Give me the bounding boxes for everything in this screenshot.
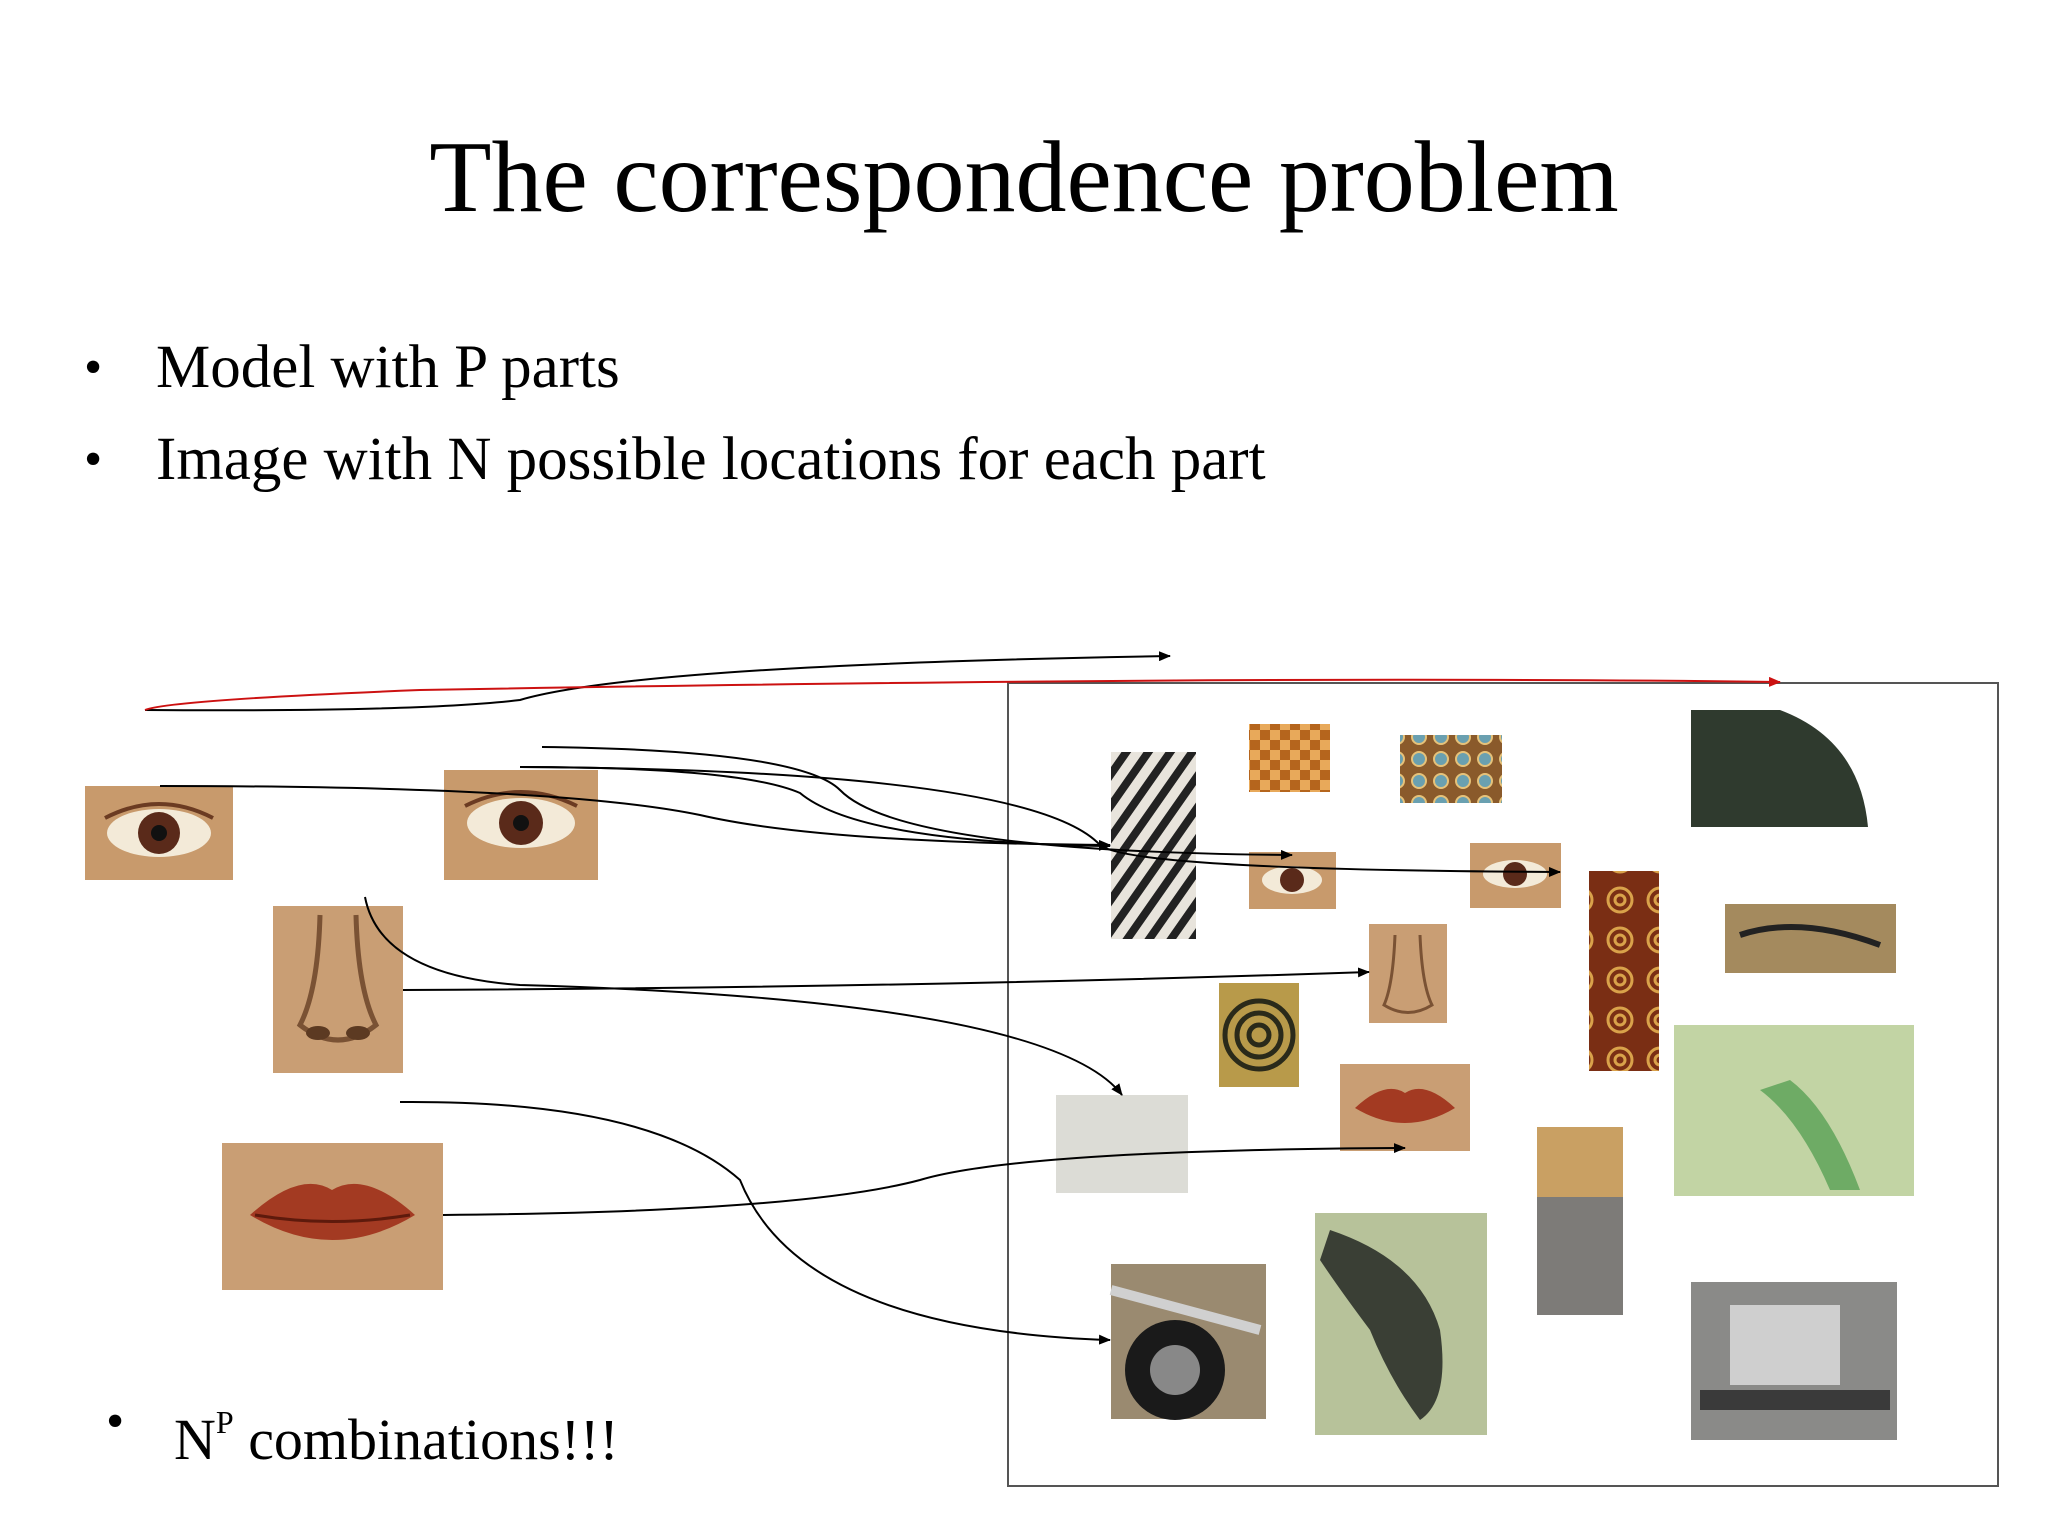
patch-small-nose xyxy=(1369,924,1447,1023)
image-frame xyxy=(1007,682,1999,1487)
arrow-red xyxy=(144,676,1781,711)
combinations-base: N xyxy=(174,1407,216,1472)
patch-cow-head xyxy=(1315,1213,1487,1435)
bullet-icon: • xyxy=(84,339,103,396)
combinations-text: NP combinations!!! xyxy=(106,1404,619,1472)
model-mouth xyxy=(222,1143,443,1290)
arrow-top xyxy=(144,651,1171,712)
bullet-icon: • xyxy=(84,431,103,488)
patch-zebra xyxy=(1111,752,1196,939)
patch-dark-curve xyxy=(1691,710,1868,827)
patch-swirl-tall xyxy=(1589,871,1659,1071)
patch-road xyxy=(1537,1127,1623,1315)
bullet-text: Model with P parts xyxy=(156,334,620,401)
patch-spiral xyxy=(1219,983,1299,1087)
bullet-text: Image with N possible locations for each… xyxy=(156,426,1266,493)
combinations-rest: combinations!!! xyxy=(233,1407,619,1472)
patch-zebra-grass xyxy=(1725,904,1896,973)
patch-motorbike-engine xyxy=(1691,1282,1897,1440)
arrow-right-eye-2 xyxy=(541,746,1293,860)
model-left-eye xyxy=(85,786,233,880)
patch-small-eye-2 xyxy=(1470,843,1561,908)
bullet-image-locations: • Image with N possible locations for ea… xyxy=(84,424,1266,516)
patch-motorbike-wheel xyxy=(1109,1264,1266,1420)
combinations-bullet: • NP combinations!!! xyxy=(106,1387,619,1475)
arrow-nose xyxy=(402,967,1370,991)
slide-title: The correspondence problem xyxy=(429,121,1619,234)
arrow-right-eye-3 xyxy=(519,766,1561,877)
combinations-superscript: P xyxy=(215,1404,234,1440)
arrow-mouth-low xyxy=(399,1100,1111,1345)
bullet-model-parts: • Model with P parts xyxy=(84,332,1266,424)
patch-small-mouth xyxy=(1340,1064,1470,1151)
patch-dots xyxy=(1400,735,1502,803)
model-right-eye xyxy=(444,770,598,880)
patch-checks xyxy=(1249,724,1330,792)
correspondence-arrows xyxy=(144,651,1561,1345)
arrow-mouth xyxy=(442,1143,1406,1216)
bullet-list: • Model with P parts • Image with N poss… xyxy=(84,332,1266,516)
arrow-nose-curve xyxy=(364,896,1123,1096)
patch-grass-stain xyxy=(1760,1080,1860,1190)
patch-small-eye-1 xyxy=(1249,852,1336,909)
bullet-icon: • xyxy=(106,1393,125,1450)
model-nose xyxy=(273,906,403,1073)
arrow-left-eye xyxy=(159,785,1111,850)
patch-concrete xyxy=(1056,1095,1188,1193)
